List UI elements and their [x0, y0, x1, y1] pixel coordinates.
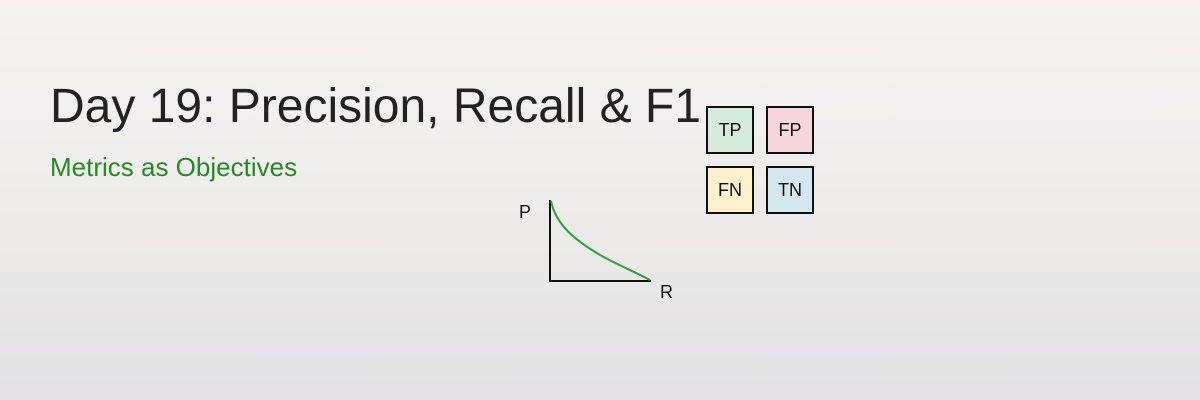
x-axis-label: R	[660, 282, 673, 302]
cell-label: FN	[718, 179, 742, 200]
cell-label: FP	[778, 119, 802, 140]
pr-curve-line	[550, 200, 651, 281]
cell-true-positive: TP	[706, 106, 754, 154]
cell-false-positive: FP	[766, 106, 814, 154]
cell-false-negative: FN	[706, 166, 754, 214]
cell-label: TP	[718, 119, 742, 140]
page-subtitle: Metrics as Objectives	[50, 152, 298, 182]
cell-label: TN	[778, 179, 802, 200]
y-axis-label: P	[519, 202, 532, 222]
cell-true-negative: TN	[766, 166, 814, 214]
page-title: Day 19: Precision, Recall & F1	[50, 80, 701, 133]
